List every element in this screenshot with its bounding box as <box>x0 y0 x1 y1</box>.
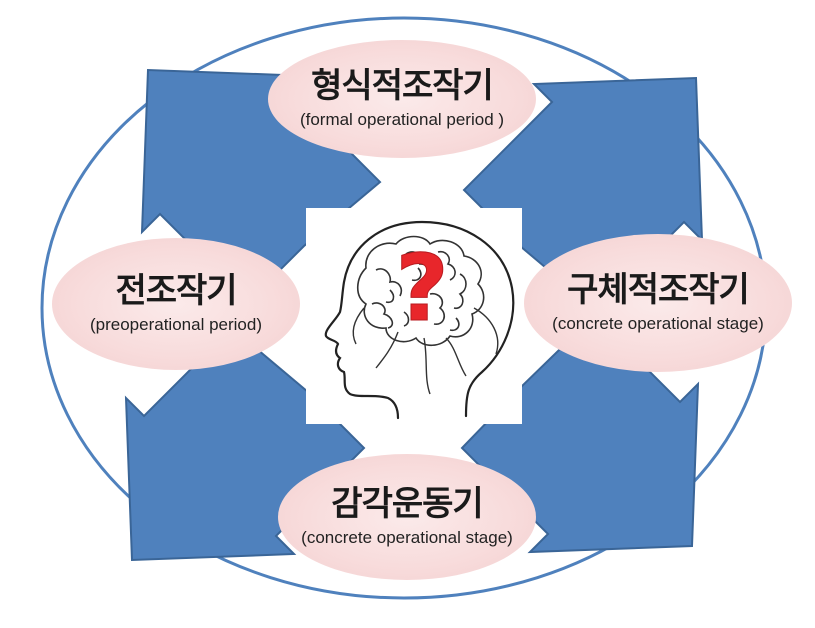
stage-title: 전조작기 <box>115 271 237 312</box>
stage-preoperational: 전조작기 (preoperational period) <box>52 238 300 370</box>
brain-head-image: ? <box>306 208 522 424</box>
stage-title: 감각운동기 <box>331 484 483 525</box>
stage-title: 구체적조작기 <box>567 270 750 311</box>
stage-sensorimotor: 감각운동기 (concrete operational stage) <box>278 454 536 580</box>
stage-formal-operational: 형식적조작기 (formal operational period ) <box>268 40 536 158</box>
head-outline <box>324 220 515 420</box>
stage-subtitle: (preoperational period) <box>90 314 262 334</box>
question-mark: ? <box>395 235 448 342</box>
stage-subtitle: (formal operational period ) <box>299 109 505 129</box>
stage-concrete-operational: 구체적조작기 (concrete operational stage) <box>524 234 792 372</box>
stage-subtitle: (concrete operational stage) <box>552 313 764 333</box>
stage-title: 형식적조작기 <box>311 66 494 107</box>
brain-head-question-icon: ? <box>324 220 515 420</box>
stage-subtitle: (concrete operational stage) <box>301 527 513 547</box>
